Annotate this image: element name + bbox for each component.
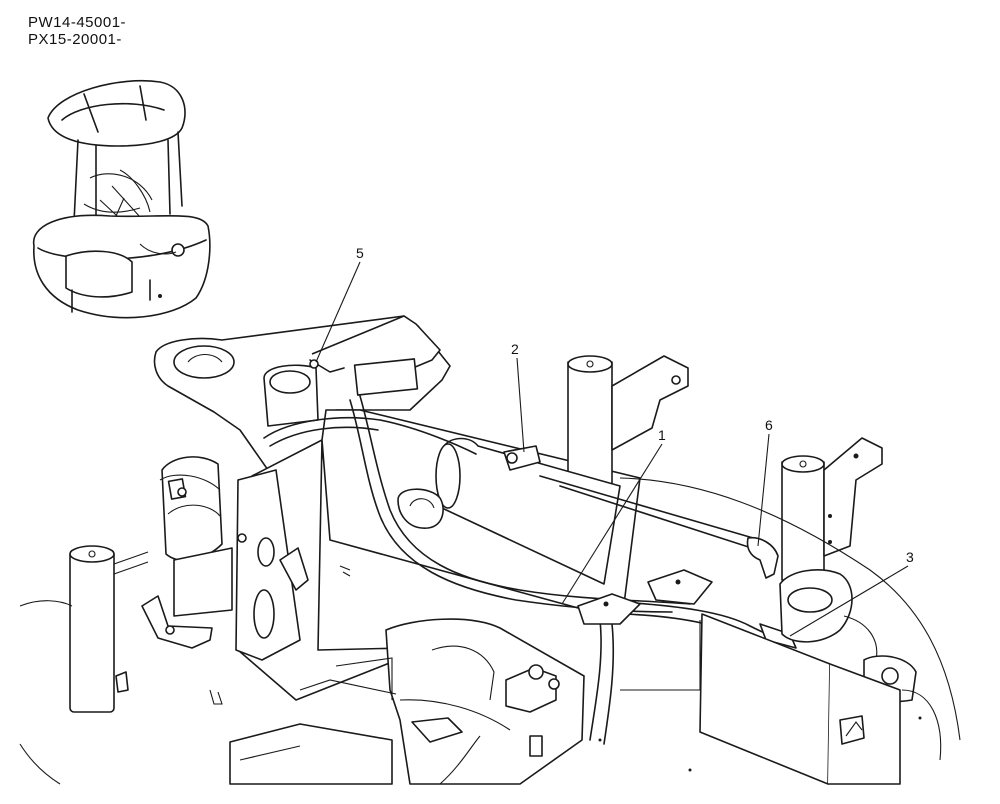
swing-bracket-frame xyxy=(153,315,451,491)
leader-line-1 xyxy=(561,443,663,605)
serial-number-1: PW14-45001- xyxy=(28,14,127,31)
serial-number-2: PX15-20001- xyxy=(28,31,122,48)
hydraulic-cylinder xyxy=(397,437,765,585)
leader-line-3 xyxy=(789,565,909,637)
left-side-components xyxy=(19,456,247,713)
hose-clamp-plates xyxy=(577,569,713,625)
callout-label-1: 1 xyxy=(658,427,666,443)
callouts: 1 2 3 5 6 xyxy=(315,245,914,637)
callout-label-2: 2 xyxy=(511,341,519,357)
leader-line-5 xyxy=(315,261,361,363)
callout-label-3: 3 xyxy=(906,549,914,565)
leader-line-6 xyxy=(757,433,770,547)
callout-label-6: 6 xyxy=(765,417,773,433)
leader-line-2 xyxy=(516,357,525,453)
swing-circle-area xyxy=(619,477,961,785)
serial-number-block: PW14-45001- PX15-20001- xyxy=(28,14,126,48)
machine-overview-inset xyxy=(32,79,211,319)
hydraulic-hoses xyxy=(263,395,797,745)
callout-label-5: 5 xyxy=(356,245,364,261)
lower-center-components xyxy=(19,618,922,785)
